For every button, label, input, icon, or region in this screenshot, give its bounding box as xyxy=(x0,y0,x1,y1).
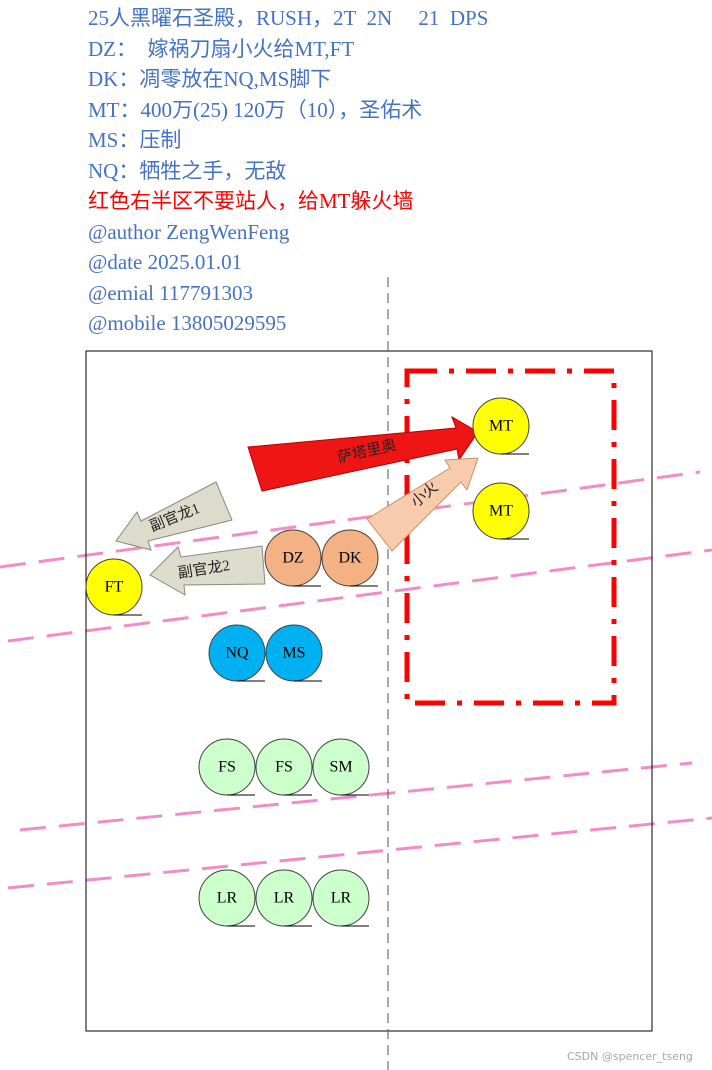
notes-block: 25人黑曜石圣殿，RUSH，2T 2N 21 DPS DZ： 嫁祸刀扇小火给MT… xyxy=(88,3,488,339)
drake-arrow-1 xyxy=(115,481,233,551)
player-marker-dk: DK xyxy=(321,529,379,587)
note-title: 25人黑曜石圣殿，RUSH，2T 2N 21 DPS xyxy=(88,6,489,30)
player-label: FS xyxy=(275,759,293,776)
player-label: LR xyxy=(274,890,295,907)
pink-dashed-line-4 xyxy=(7,816,712,890)
pink-dashed-line-2 xyxy=(7,548,712,643)
pink-dashed-line-1 xyxy=(0,470,701,569)
pink-dashed-line-3 xyxy=(19,761,693,832)
player-marker-fs-2: FS xyxy=(255,738,313,796)
player-label: SM xyxy=(329,759,352,776)
player-marker-nq: NQ xyxy=(208,624,266,682)
player-marker-mt-2: MT xyxy=(472,482,530,540)
fire-arrow xyxy=(366,457,479,552)
player-marker-ms: MS xyxy=(265,624,323,682)
player-marker-fs-1: FS xyxy=(198,738,256,796)
player-label: LR xyxy=(331,890,352,907)
arena-boundary xyxy=(85,350,653,1032)
note-ms: MS：压制 xyxy=(88,128,182,152)
player-marker-dz: DZ xyxy=(264,529,322,587)
player-marker-ft: FT xyxy=(85,558,143,616)
player-label: MT xyxy=(489,503,513,520)
player-label: NQ xyxy=(225,645,249,662)
player-label: DZ xyxy=(282,550,303,567)
note-author: @author ZengWenFeng xyxy=(88,219,290,244)
boss-arrow xyxy=(247,415,479,492)
player-label: MT xyxy=(489,418,513,435)
note-nq: NQ：牺牲之手，无敌 xyxy=(88,158,287,183)
player-label: LR xyxy=(217,890,238,907)
note-email: @emial 117791303 xyxy=(88,280,253,305)
player-label: MS xyxy=(282,645,305,662)
note-dk: DK：凋零放在NQ,MS脚下 xyxy=(88,67,332,91)
fire-arrow-group: 小火 xyxy=(366,457,479,552)
player-marker-mt-1: MT xyxy=(472,397,530,455)
player-label: DK xyxy=(338,550,362,567)
player-marker-lr-2: LR xyxy=(255,869,313,927)
player-marker-sm: SM xyxy=(312,738,370,796)
note-dz: DZ： 嫁祸刀扇小火给MT,FT xyxy=(88,36,355,61)
note-date: @date 2025.01.01 xyxy=(88,250,243,274)
player-label: FT xyxy=(105,579,124,596)
boss-arrow-group: 萨塔里奥 xyxy=(247,415,479,492)
red-zone-boundary xyxy=(404,368,617,706)
note-warning: 红色右半区不要站人，给MT躲火墙 xyxy=(88,189,414,213)
player-label: FS xyxy=(218,759,236,776)
drake-arrow-2 xyxy=(149,545,266,596)
note-mt: MT：400万(25) 120万（10），圣佑术 xyxy=(88,97,423,122)
drake-arrow-1-group: 副官龙1 xyxy=(115,481,233,551)
player-marker-lr-1: LR xyxy=(198,869,256,927)
player-marker-lr-3: LR xyxy=(312,869,370,927)
note-mobile: @mobile 13805029595 xyxy=(88,311,287,335)
watermark: CSDN @spencer_tseng xyxy=(567,1050,693,1063)
drake-arrow-2-group: 副官龙2 xyxy=(149,545,266,596)
